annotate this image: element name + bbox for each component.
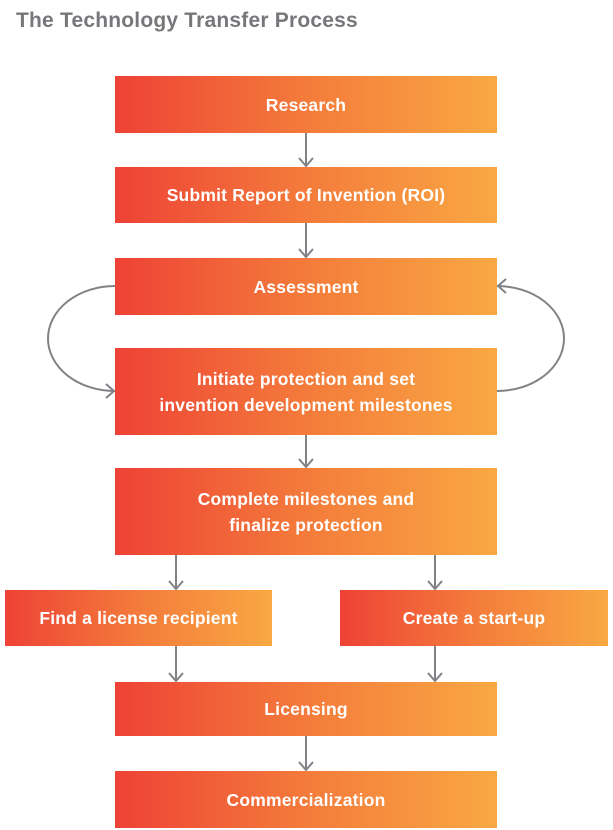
arrow-licensing-to-commercialization [298,736,314,772]
node-find-license-recipient: Find a license recipient [5,590,272,646]
node-initiate-protection-label: Initiate protection and set invention de… [159,368,453,415]
node-find-license-recipient-label: Find a license recipient [39,608,238,628]
arrow-find-license-to-licensing [168,646,184,683]
node-submit-roi: Submit Report of Invention (ROI) [115,167,497,223]
node-licensing-label: Licensing [264,699,348,719]
node-commercialization: Commercialization [115,771,497,828]
node-complete-milestones: Complete milestones and finalize protect… [115,468,497,555]
node-assessment: Assessment [115,258,497,315]
node-commercialization-label: Commercialization [226,789,386,810]
arrow-loop-assessment-to-initiate [47,285,116,399]
arrow-loop-initiate-to-assessment [496,278,565,392]
node-research-label: Research [265,94,347,115]
node-complete-milestones-label: Complete milestones and finalize protect… [197,488,415,535]
arrow-initiate-to-complete [298,435,314,469]
node-create-startup: Create a start-up [340,590,608,646]
arrow-roi-to-assessment [298,223,314,259]
arrow-research-to-roi [298,133,314,168]
arrow-complete-to-find-license [168,555,184,591]
page-title: The Technology Transfer Process [16,9,358,32]
arrow-complete-to-create-startup [427,555,443,591]
arrow-create-startup-to-licensing [427,646,443,683]
node-initiate-protection: Initiate protection and set invention de… [115,348,497,435]
node-create-startup-label: Create a start-up [402,608,546,628]
node-assessment-label: Assessment [253,276,359,297]
node-licensing: Licensing [115,682,497,736]
node-submit-roi-label: Submit Report of Invention (ROI) [166,185,446,205]
node-research: Research [115,76,497,133]
